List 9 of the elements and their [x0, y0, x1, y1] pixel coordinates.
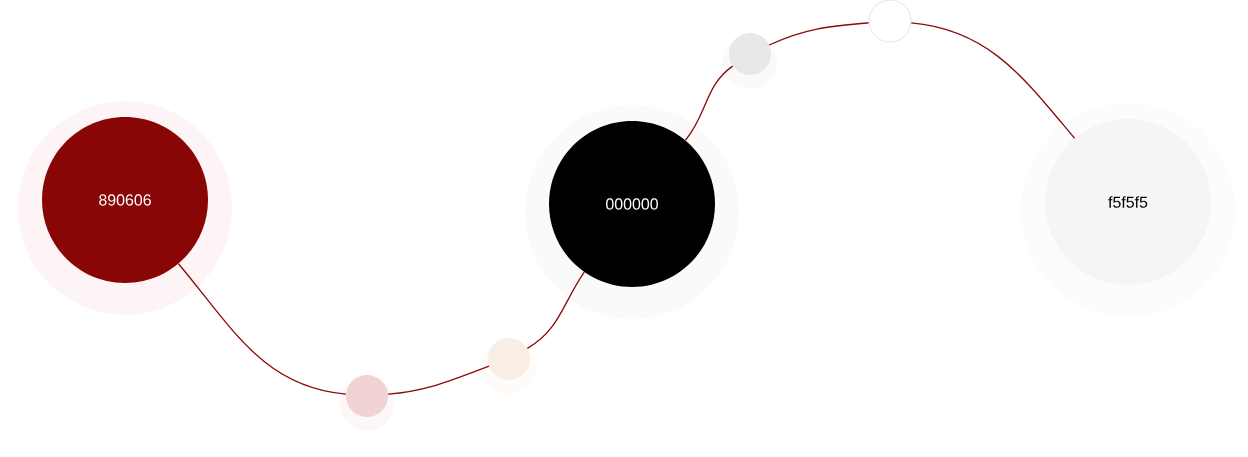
curve-line — [910, 22, 1076, 139]
dot-circle — [488, 338, 530, 380]
curve-line — [768, 22, 870, 46]
curve-line — [387, 365, 490, 395]
curve-line — [526, 271, 585, 350]
dot-circle — [729, 33, 771, 75]
curve-line — [684, 65, 734, 141]
dot-circle — [346, 375, 388, 417]
curve-line — [177, 263, 347, 395]
